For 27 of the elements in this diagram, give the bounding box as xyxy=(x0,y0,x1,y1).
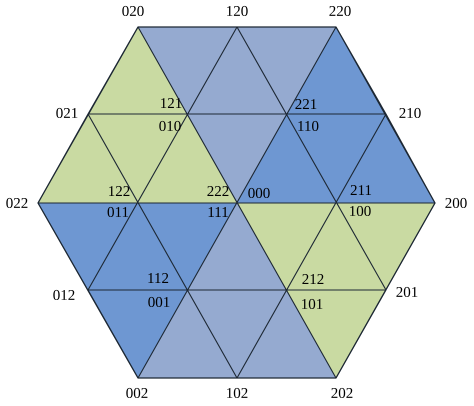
vertex-label: 112 xyxy=(148,273,168,283)
vertex-label: 020 xyxy=(122,6,144,16)
vertex-label: 022 xyxy=(6,198,28,208)
vertex-label: 001 xyxy=(148,296,170,308)
vertex-label: 200 xyxy=(445,198,467,208)
vertex-label: 210 xyxy=(399,108,421,118)
vertex-label: 101 xyxy=(302,298,322,310)
vertex-label: 222 xyxy=(207,186,228,196)
vertex-label: 102 xyxy=(227,388,248,398)
vertex-label: 220 xyxy=(329,6,351,16)
vertex-label: 000 xyxy=(248,188,270,198)
vertex-label: 121 xyxy=(161,98,182,108)
vertex-label: 201 xyxy=(396,286,418,298)
vertex-label: 010 xyxy=(159,120,181,132)
vertex-label: 012 xyxy=(53,290,74,300)
vertex-label: 011 xyxy=(108,206,128,218)
vertex-label: 122 xyxy=(109,186,130,196)
vertex-label: 110 xyxy=(298,120,318,132)
vertex-label: 021 xyxy=(56,108,78,118)
vertex-label: 212 xyxy=(302,274,324,284)
vertex-label: 100 xyxy=(350,206,371,216)
vertex-label: 120 xyxy=(227,6,248,16)
vertex-label: 211 xyxy=(350,185,372,195)
vertex-label: 111 xyxy=(208,207,228,217)
vertex-label: 221 xyxy=(295,99,316,109)
vertex-label: 202 xyxy=(331,388,352,398)
vertex-label: 002 xyxy=(126,388,148,398)
